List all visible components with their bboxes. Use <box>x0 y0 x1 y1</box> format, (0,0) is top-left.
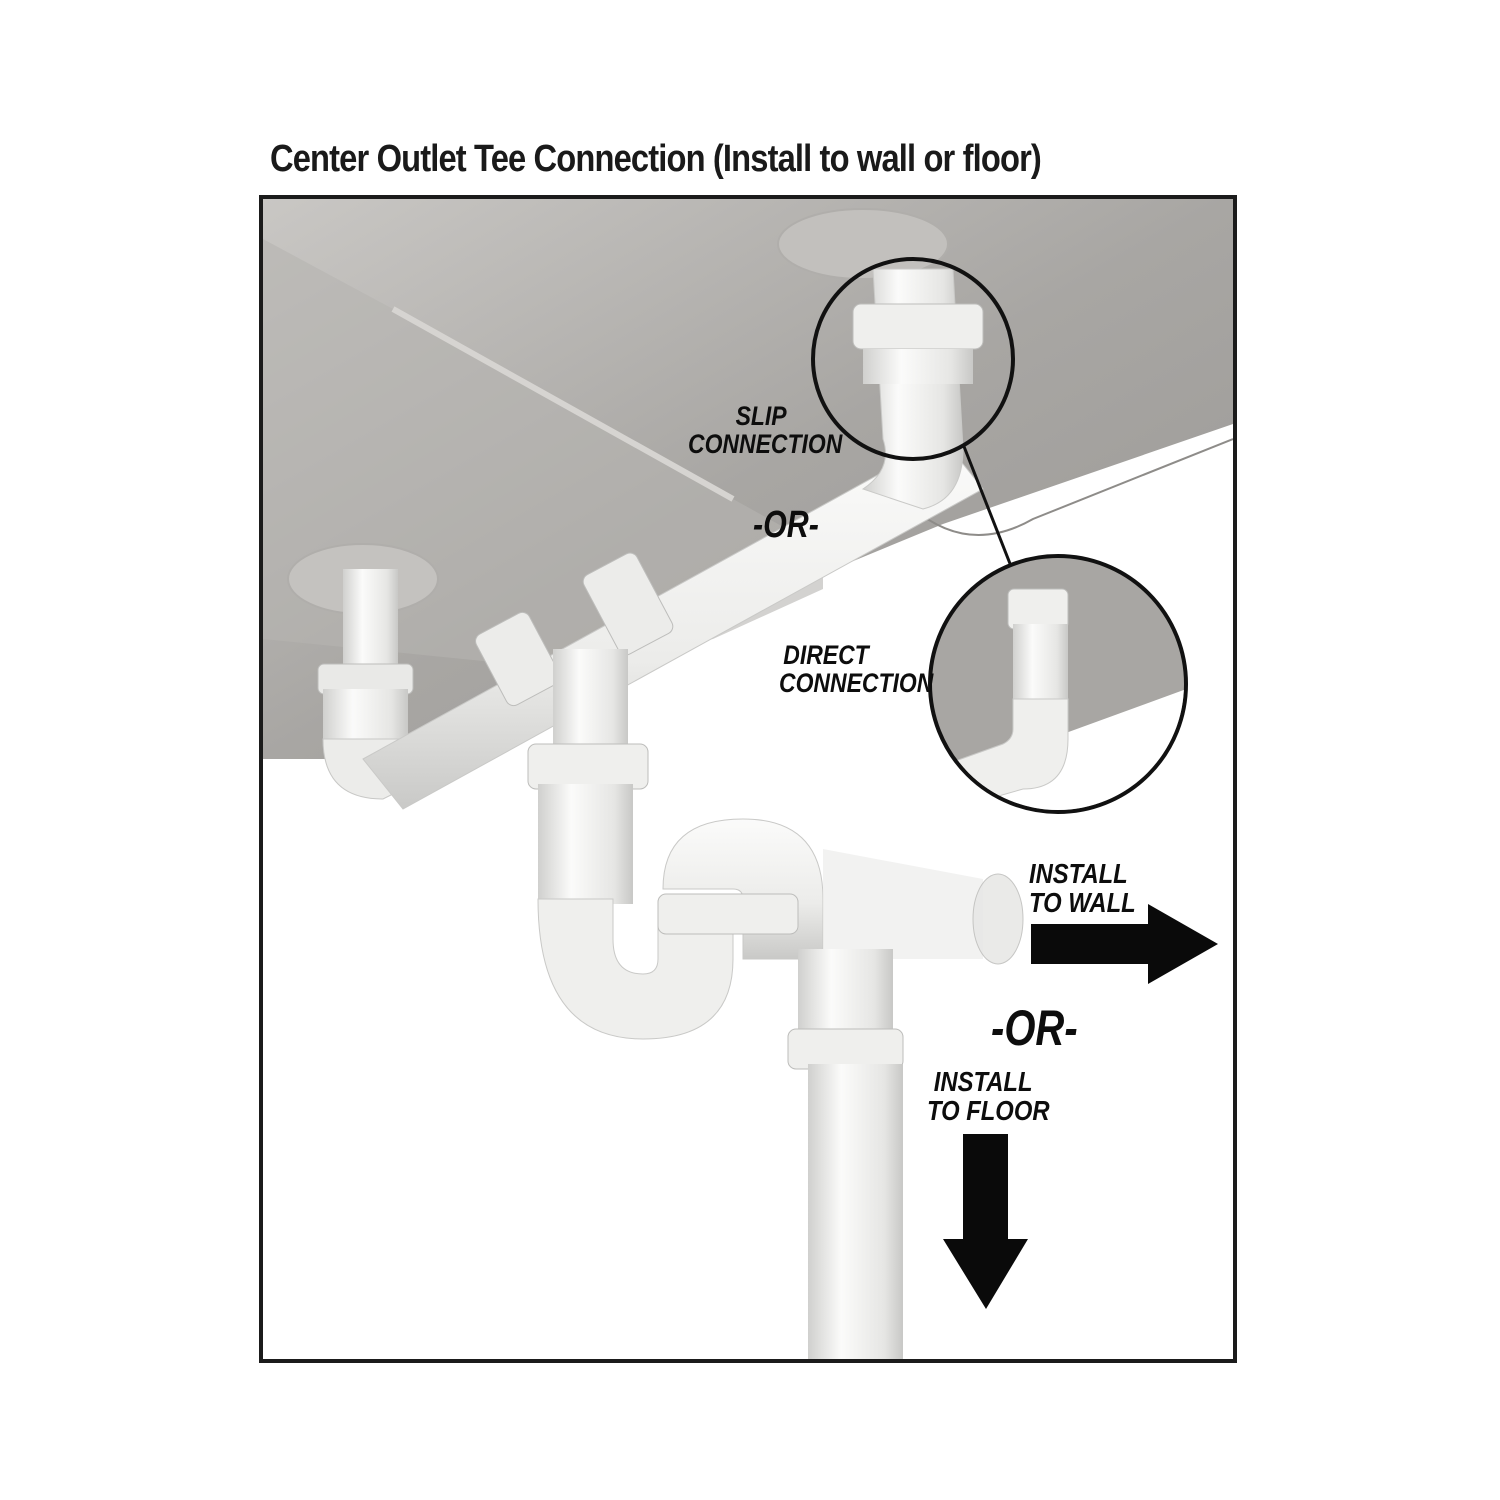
slip-connection-label: SLIP CONNECTION <box>688 401 843 460</box>
install-to-floor-label: INSTALL TO FLOOR <box>927 1066 1050 1127</box>
or-label-lower: -OR- <box>991 1000 1078 1056</box>
or-label-upper: -OR- <box>753 504 819 546</box>
diagram-frame: SLIP CONNECTION -OR- DIRECT CONNECTION I… <box>259 195 1237 1363</box>
arrow-right-icon <box>1031 904 1218 984</box>
arrow-down-icon <box>943 1134 1028 1309</box>
p-trap <box>527 649 1024 1359</box>
detail-circle-slip <box>811 257 1020 585</box>
direct-connection-label: DIRECT CONNECTION <box>779 640 934 699</box>
install-to-wall-label: INSTALL TO WALL <box>1029 858 1136 919</box>
plumbing-illustration <box>263 199 1233 1359</box>
detail-circle-direct <box>928 554 1188 814</box>
page-title: Center Outlet Tee Connection (Install to… <box>270 138 1042 180</box>
sink-underside <box>263 199 1233 759</box>
cross-pipe <box>362 268 984 810</box>
